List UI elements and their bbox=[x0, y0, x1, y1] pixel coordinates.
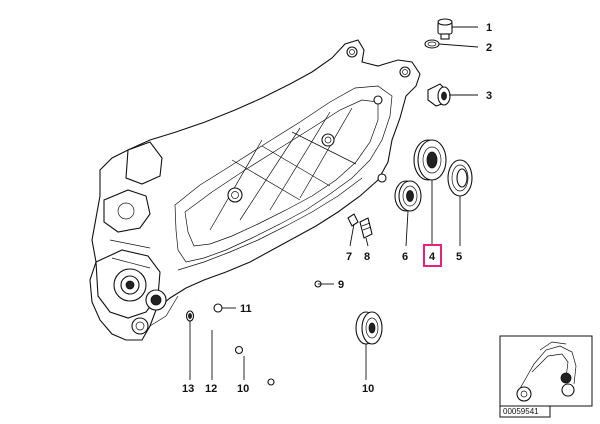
part-8-screw-plug bbox=[359, 217, 373, 239]
callout-labels: 1 2 3 4 5 6 7 8 9 10 10 11 12 13 bbox=[182, 22, 492, 395]
part-13-washer bbox=[185, 310, 195, 322]
part-9-oil-seal bbox=[355, 311, 383, 345]
part-6-small-bearing bbox=[394, 180, 422, 212]
callout-10-lower: 10 bbox=[237, 383, 249, 395]
callout-2: 2 bbox=[486, 42, 492, 54]
part-4-ball-bearing bbox=[413, 139, 447, 181]
callout-6: 6 bbox=[402, 251, 408, 263]
part-2-seal-ring bbox=[424, 39, 440, 49]
callout-7: 7 bbox=[346, 251, 352, 263]
part-12-bolt bbox=[195, 319, 244, 355]
part-11-short-bolt bbox=[195, 301, 223, 313]
part-7-dowel-pin bbox=[347, 213, 359, 227]
part-3-bushing bbox=[427, 83, 451, 107]
leader-lines bbox=[189, 26, 479, 380]
callout-4-highlight-box bbox=[423, 244, 442, 267]
callout-13: 13 bbox=[182, 383, 194, 395]
callout-12: 12 bbox=[205, 383, 217, 395]
part-10-long-bolt-upper bbox=[267, 261, 322, 288]
callout-8: 8 bbox=[364, 251, 370, 263]
callout-5: 5 bbox=[456, 251, 462, 263]
vehicle-thumbnail: 00059541 bbox=[499, 335, 593, 418]
callout-3: 3 bbox=[486, 90, 492, 102]
callout-9: 10 bbox=[362, 383, 374, 395]
part-5-shaft-seal bbox=[447, 159, 473, 197]
callout-1: 1 bbox=[486, 22, 492, 34]
part-1-plug bbox=[437, 18, 453, 40]
callout-11: 11 bbox=[240, 303, 252, 315]
callout-4: 4 bbox=[429, 251, 436, 263]
callout-10-upper: 9 bbox=[338, 279, 344, 291]
thumbnail-reference-code: 00059541 bbox=[503, 407, 539, 416]
crankcase-housing bbox=[89, 39, 421, 341]
